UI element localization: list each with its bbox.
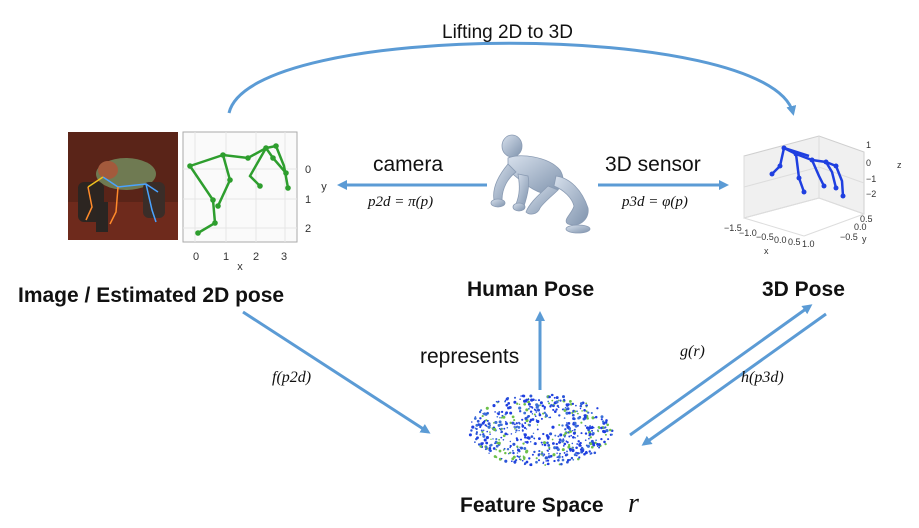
human-node-label: Human Pose xyxy=(467,278,594,302)
plot3d-xtick: 0.5 xyxy=(788,237,801,247)
pose3d-node-label: 3D Pose xyxy=(762,278,845,302)
plot3d-ztick: −2 xyxy=(866,189,876,199)
plot2d-ylabel: y xyxy=(321,181,327,193)
plot3d-ztick: 1 xyxy=(866,140,871,150)
plot2d-xtick: 2 xyxy=(253,251,259,263)
plot2d-xtick: 0 xyxy=(193,251,199,263)
plot3d-ztick: −1 xyxy=(866,174,876,184)
h-arrow xyxy=(644,314,826,444)
feature-node-label: Feature Space xyxy=(460,494,604,518)
sensor-formula: p3d = φ(p) xyxy=(622,194,688,211)
camera-formula: p2d = π(p) xyxy=(368,194,433,211)
h-formula: h(p3d) xyxy=(741,369,784,387)
feature-symbol: r xyxy=(628,488,639,520)
sensor-label: 3D sensor xyxy=(605,153,701,177)
plot2d-ytick: 2 xyxy=(305,223,311,235)
plot3d-ylabel: y xyxy=(862,234,867,244)
plot3d-xtick: −0.5 xyxy=(756,232,774,242)
plot2d-xtick: 1 xyxy=(223,251,229,263)
plot3d-xtick: −1.0 xyxy=(739,228,757,238)
human-figure xyxy=(478,128,603,240)
plot3d-ytick: 0.0 xyxy=(854,222,867,232)
lifting-arrow xyxy=(229,43,793,113)
plot2d-xtick: 3 xyxy=(281,251,287,263)
pose2d-plot: 0 1 2 3 x 0 1 2 y xyxy=(178,128,338,276)
plot3d-ytick: −0.5 xyxy=(840,232,858,242)
plot3d-zlabel: z xyxy=(897,160,902,170)
g-formula: g(r) xyxy=(680,343,705,361)
lifting-label: Lifting 2D to 3D xyxy=(442,22,573,44)
f-arrow xyxy=(243,312,428,432)
plot2d-ytick: 0 xyxy=(305,164,311,176)
plot3d-ztick: 0 xyxy=(866,158,871,168)
plot3d-xtick: 0.0 xyxy=(774,235,787,245)
feature-cloud xyxy=(466,388,616,472)
image-node-label: Image / Estimated 2D pose xyxy=(18,284,284,308)
plot2d-ytick: 1 xyxy=(305,194,311,206)
pose-photo xyxy=(68,132,178,240)
camera-label: camera xyxy=(373,153,443,177)
plot2d-xlabel: x xyxy=(237,261,243,273)
plot3d-xtick: 1.0 xyxy=(802,239,815,249)
pose3d-plot: 1 0 −1 −2 z −1.5 −1.0 −0.5 0.0 0.5 1.0 x… xyxy=(724,126,909,258)
f-formula: f(p2d) xyxy=(272,369,311,387)
plot3d-xlabel: x xyxy=(764,246,769,256)
represents-label: represents xyxy=(420,345,519,369)
